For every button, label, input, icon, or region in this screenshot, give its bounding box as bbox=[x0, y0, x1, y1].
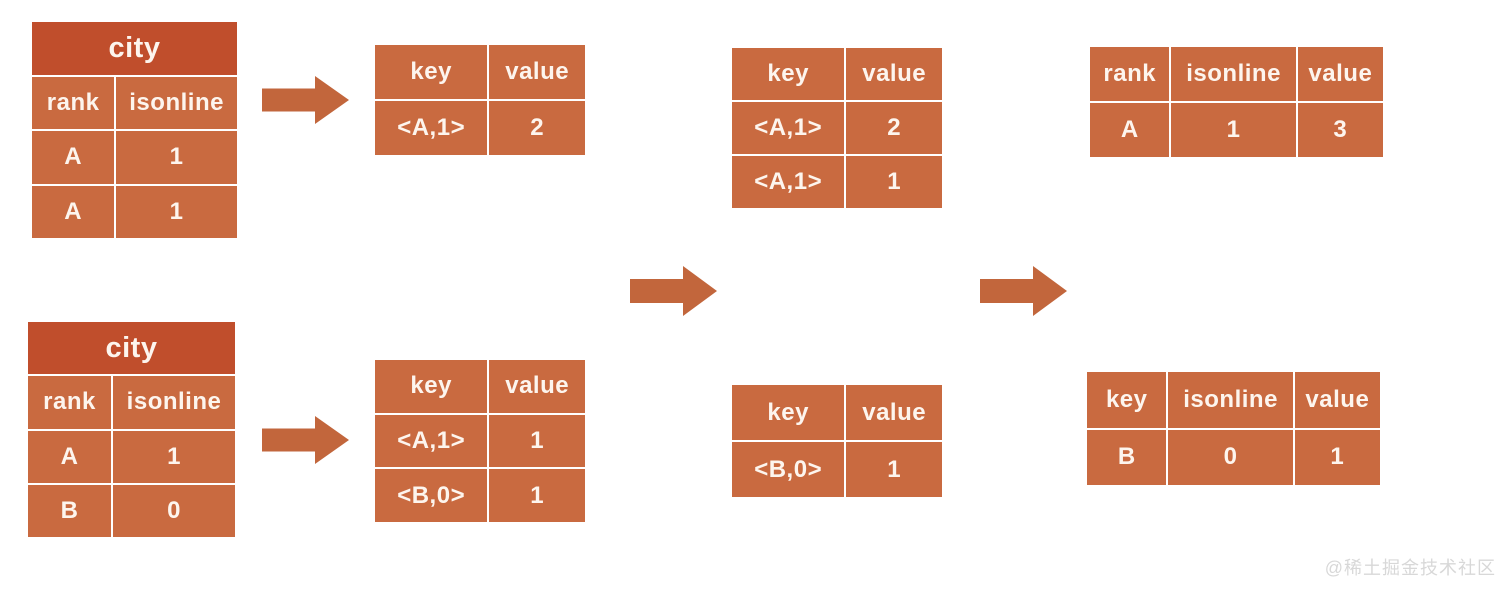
table-cell: 1 bbox=[116, 185, 237, 238]
table-cell: A bbox=[1090, 103, 1170, 157]
table-cell: B bbox=[1087, 429, 1167, 485]
column-header: value bbox=[489, 45, 585, 99]
column-header: isonline bbox=[113, 376, 235, 429]
table-source-top: city rank isonline A 1 A 1 bbox=[32, 22, 237, 238]
table-row: <A,1> 1 bbox=[375, 414, 585, 468]
table-cell: <B,0> bbox=[732, 442, 845, 497]
table-source-bottom: city rank isonline A 1 B 0 bbox=[28, 322, 235, 537]
table-cell: 1 bbox=[1171, 103, 1296, 157]
table-header-row: key value bbox=[732, 48, 942, 100]
table-row: A 1 3 bbox=[1090, 103, 1383, 157]
table-header-row: rank isonline bbox=[32, 76, 237, 129]
table-header-row: key value bbox=[375, 360, 585, 413]
watermark: @稀土掘金技术社区 bbox=[1324, 558, 1496, 578]
table-cell: 1 bbox=[846, 156, 942, 208]
column-header: key bbox=[375, 360, 488, 413]
table-cell: 2 bbox=[489, 101, 585, 155]
table-row: <B,0> 1 bbox=[732, 442, 942, 497]
table-map-bottom: key value <A,1> 1 <B,0> 1 bbox=[375, 360, 585, 523]
table-cell: <B,0> bbox=[375, 469, 488, 523]
table-cell: 1 bbox=[113, 430, 235, 483]
table-cell: 0 bbox=[1168, 429, 1293, 485]
column-header: key bbox=[732, 48, 845, 100]
table-row: <A,1> 2 bbox=[732, 102, 942, 154]
table-cell: 1 bbox=[1294, 429, 1380, 485]
table-cell: 2 bbox=[846, 102, 942, 154]
table-header-row: key value bbox=[375, 45, 585, 99]
table-cell: 0 bbox=[113, 484, 235, 537]
table-header-row: key value bbox=[732, 385, 942, 440]
table-row: <A,1> 1 bbox=[732, 156, 942, 208]
table-cell: 1 bbox=[846, 442, 942, 497]
column-header: isonline bbox=[116, 76, 237, 129]
table-header-row: key isonline value bbox=[1087, 372, 1380, 428]
table-title: city bbox=[28, 322, 235, 375]
column-header: value bbox=[1297, 47, 1383, 101]
arrow-right-icon bbox=[262, 415, 350, 465]
table-cell: <A,1> bbox=[375, 101, 488, 155]
table-cell: B bbox=[28, 484, 112, 537]
table-reduce-bottom: key isonline value B 0 1 bbox=[1087, 372, 1380, 485]
column-header: isonline bbox=[1168, 372, 1293, 428]
table-cell: <A,1> bbox=[732, 102, 845, 154]
column-header: key bbox=[732, 385, 845, 440]
table-cell: 1 bbox=[489, 469, 585, 523]
column-header: value bbox=[846, 385, 942, 440]
table-row: A 1 bbox=[32, 185, 237, 238]
table-cell: A bbox=[32, 185, 115, 238]
table-cell: A bbox=[32, 131, 115, 184]
table-row: A 1 bbox=[28, 430, 235, 483]
table-title: city bbox=[32, 22, 237, 75]
table-cell: 1 bbox=[116, 131, 237, 184]
table-row: <B,0> 1 bbox=[375, 469, 585, 523]
table-shuffle-bottom: key value <B,0> 1 bbox=[732, 385, 942, 497]
table-cell: 1 bbox=[489, 414, 585, 468]
column-header: value bbox=[1294, 372, 1380, 428]
column-header: value bbox=[489, 360, 585, 413]
table-cell: <A,1> bbox=[375, 414, 488, 468]
column-header: rank bbox=[28, 376, 112, 429]
table-row: B 0 bbox=[28, 484, 235, 537]
table-map-top: key value <A,1> 2 bbox=[375, 45, 585, 155]
column-header: key bbox=[375, 45, 488, 99]
column-header: key bbox=[1087, 372, 1167, 428]
arrow-right-icon bbox=[980, 265, 1068, 317]
table-cell: 3 bbox=[1297, 103, 1383, 157]
table-row: B 0 1 bbox=[1087, 429, 1380, 485]
column-header: isonline bbox=[1171, 47, 1296, 101]
column-header: rank bbox=[32, 76, 115, 129]
column-header: value bbox=[846, 48, 942, 100]
table-shuffle-top: key value <A,1> 2 <A,1> 1 bbox=[732, 48, 942, 208]
table-row: <A,1> 2 bbox=[375, 101, 585, 155]
table-reduce-top: rank isonline value A 1 3 bbox=[1090, 47, 1383, 157]
table-cell: A bbox=[28, 430, 112, 483]
table-header-row: rank isonline bbox=[28, 376, 235, 429]
table-header-row: rank isonline value bbox=[1090, 47, 1383, 101]
table-row: A 1 bbox=[32, 131, 237, 184]
arrow-right-icon bbox=[630, 265, 718, 317]
table-cell: <A,1> bbox=[732, 156, 845, 208]
column-header: rank bbox=[1090, 47, 1170, 101]
arrow-right-icon bbox=[262, 75, 350, 125]
